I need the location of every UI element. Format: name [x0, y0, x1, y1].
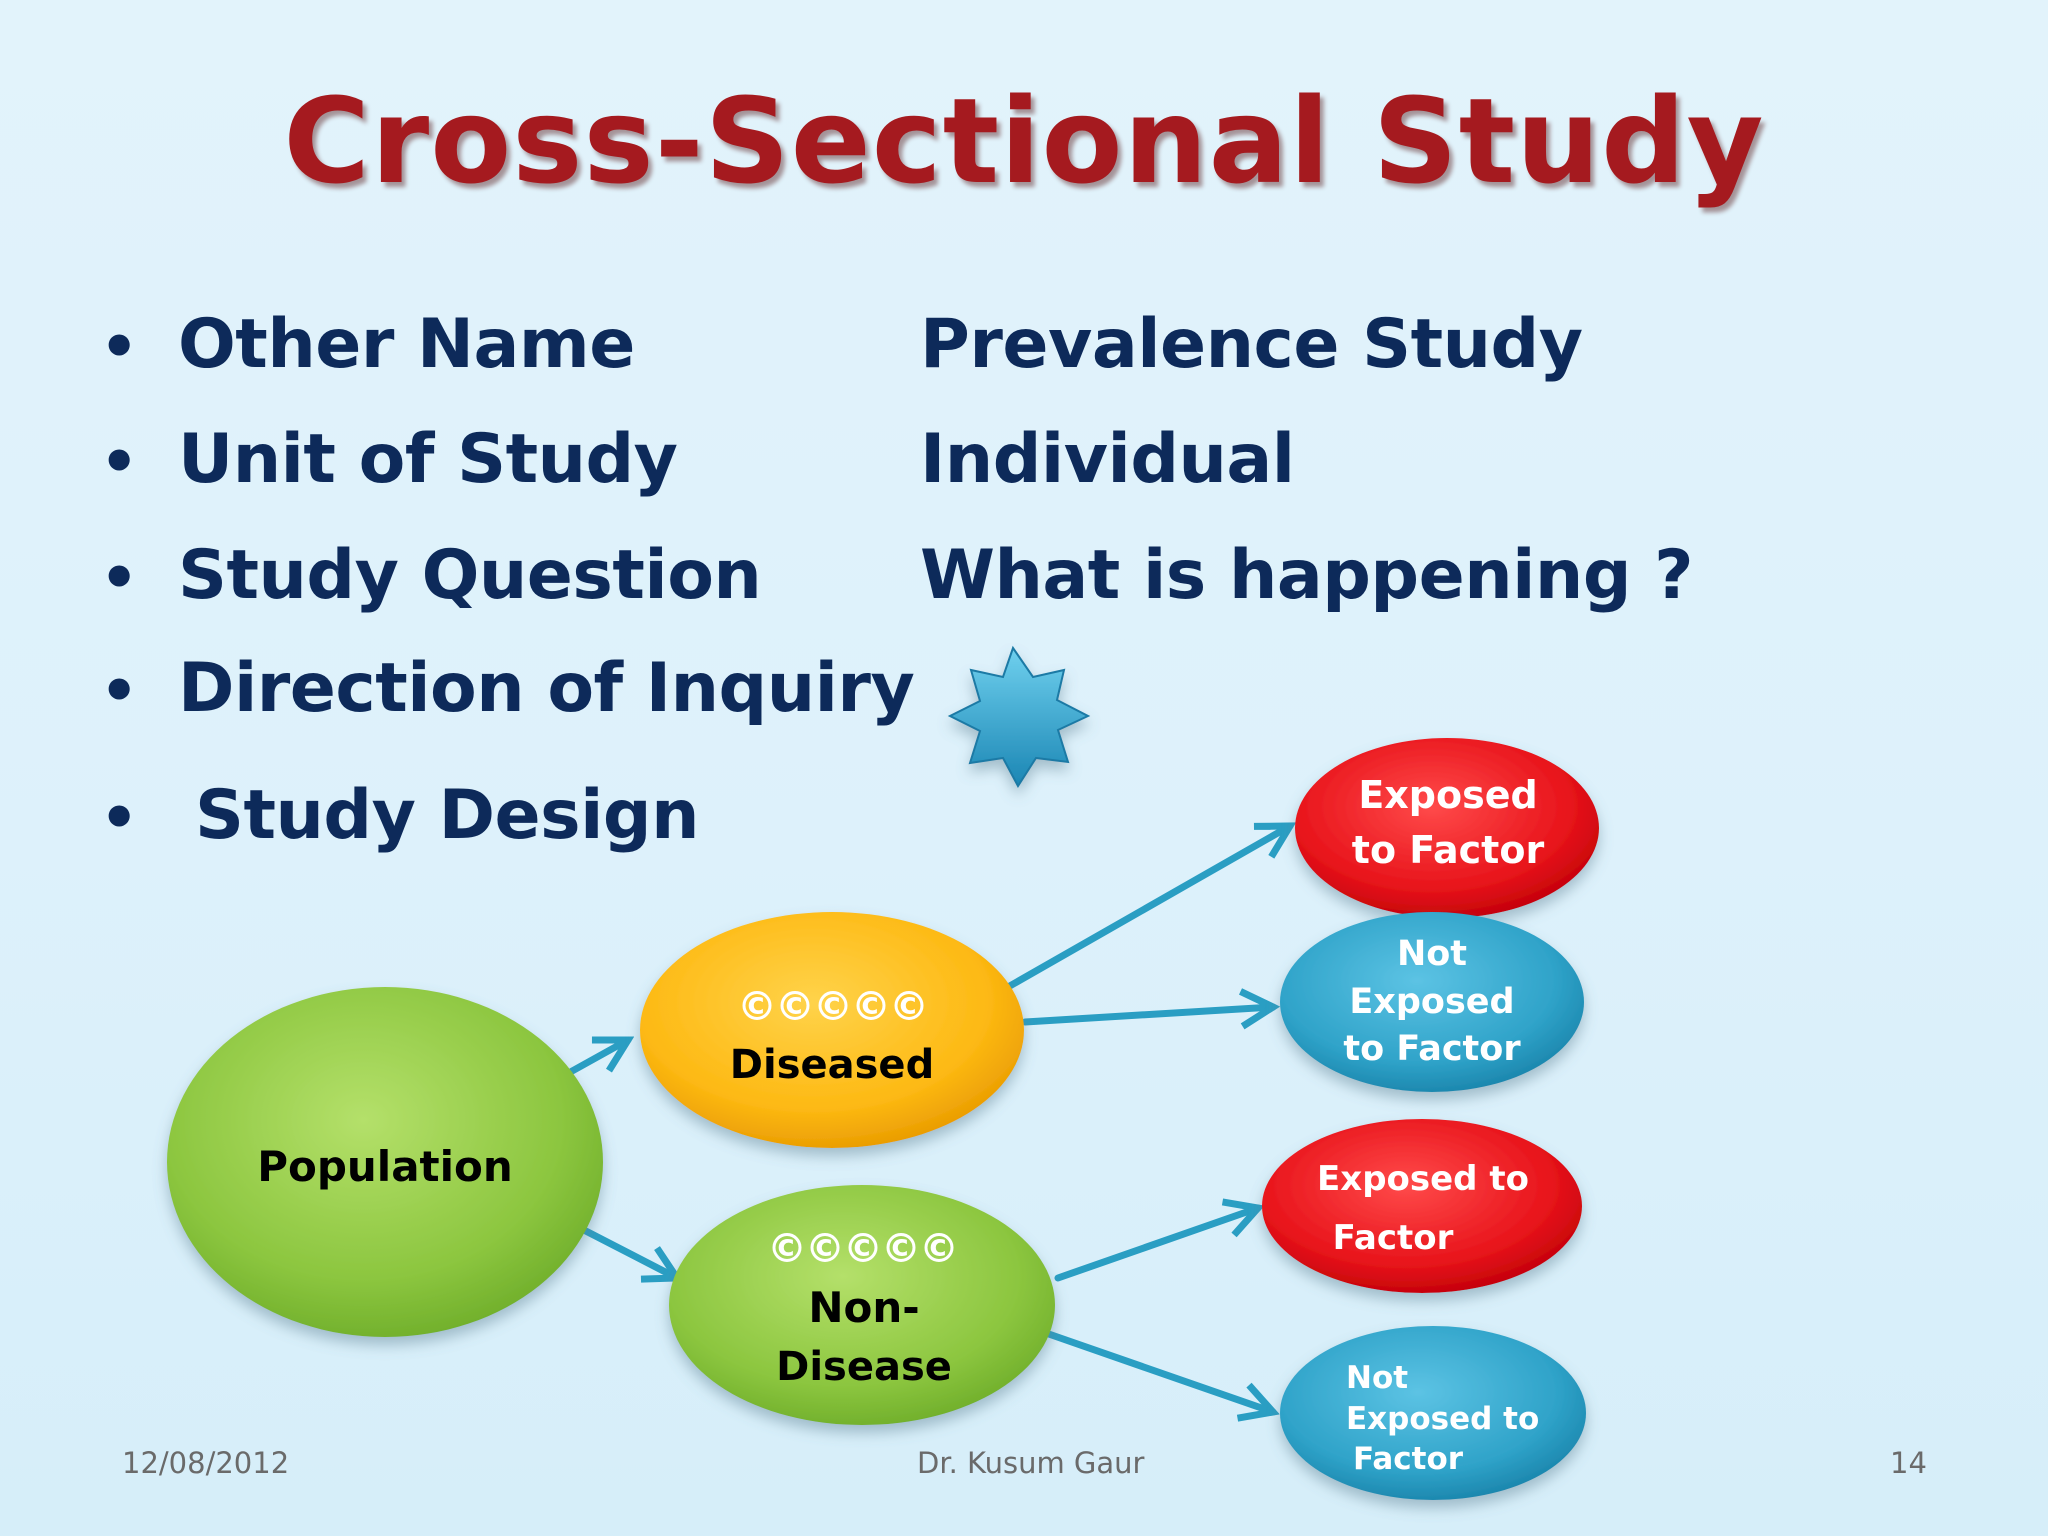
- bullet-2: •: [100, 427, 139, 497]
- diseased-exposed-line1: Exposed: [1358, 773, 1537, 817]
- diseased-symbols: ©©©©©: [737, 984, 927, 1030]
- nondisease-exposed-line2: Factor: [1333, 1218, 1454, 1258]
- footer-page-number: 14: [1890, 1446, 1927, 1480]
- nondisease-exposed-line1: Exposed to: [1317, 1159, 1529, 1199]
- bullet-5: •: [100, 783, 139, 853]
- bullet-4: •: [100, 656, 139, 726]
- nondisease-not-exposed-line2: Exposed to: [1346, 1401, 1539, 1437]
- slide-title: Cross-Sectional Study: [283, 72, 1765, 210]
- diseased-not-exposed-line1: Not: [1397, 934, 1467, 974]
- arrows: [561, 826, 1290, 1412]
- arrow-diseased-exposed: [1004, 826, 1290, 991]
- arrow-population-nondisease: [576, 1224, 677, 1278]
- arrow-nondisease-exposed: [1054, 1208, 1258, 1282]
- nondisease-exposed-node: [1262, 1119, 1582, 1293]
- row-label-study-question: Study Question: [178, 536, 762, 615]
- diseased-not-exposed-line3: to Factor: [1343, 1029, 1521, 1069]
- diseased-not-exposed-node: [1280, 912, 1584, 1092]
- arrow-nondisease-notexposed: [1039, 1328, 1273, 1412]
- row-label-study-design: Study Design: [195, 776, 700, 855]
- bullet-1: •: [100, 312, 139, 382]
- nondisease-not-exposed-line1: Not: [1346, 1360, 1408, 1396]
- diseased-exposed-line2: to Factor: [1352, 828, 1545, 872]
- non-disease-node: [669, 1185, 1055, 1425]
- arrow-population-diseased: [561, 1036, 628, 1079]
- footer-date: 12/08/2012: [122, 1446, 290, 1480]
- nondisease-not-exposed-node: [1280, 1326, 1586, 1500]
- nondisease-not-exposed-line3: Factor: [1353, 1441, 1464, 1477]
- arrow-diseased-notexposed: [1021, 1007, 1273, 1022]
- population-node: [167, 987, 603, 1337]
- diseased-node: [640, 912, 1024, 1148]
- nondisease-label-line1: Non-: [808, 1283, 919, 1332]
- row-label-direction-of-inquiry: Direction of Inquiry: [178, 649, 915, 728]
- bullet-3: •: [100, 543, 139, 613]
- diseased-exposed-node: [1295, 738, 1599, 918]
- diseased-label: Diseased: [730, 1042, 934, 1088]
- population-label: Population: [257, 1142, 513, 1191]
- nondisease-label-line2: Disease: [776, 1344, 952, 1390]
- row-value-unit-of-study: Individual: [920, 420, 1295, 499]
- star-icon: [947, 645, 1091, 788]
- footer-author: Dr. Kusum Gaur: [917, 1446, 1145, 1480]
- diseased-not-exposed-line2: Exposed: [1349, 982, 1514, 1022]
- row-label-unit-of-study: Unit of Study: [178, 420, 678, 499]
- row-value-study-question: What is happening ?: [920, 536, 1694, 615]
- row-value-other-name: Prevalence Study: [920, 305, 1583, 384]
- row-label-other-name: Other Name: [178, 305, 635, 384]
- nondisease-symbols: ©©©©©: [767, 1226, 957, 1272]
